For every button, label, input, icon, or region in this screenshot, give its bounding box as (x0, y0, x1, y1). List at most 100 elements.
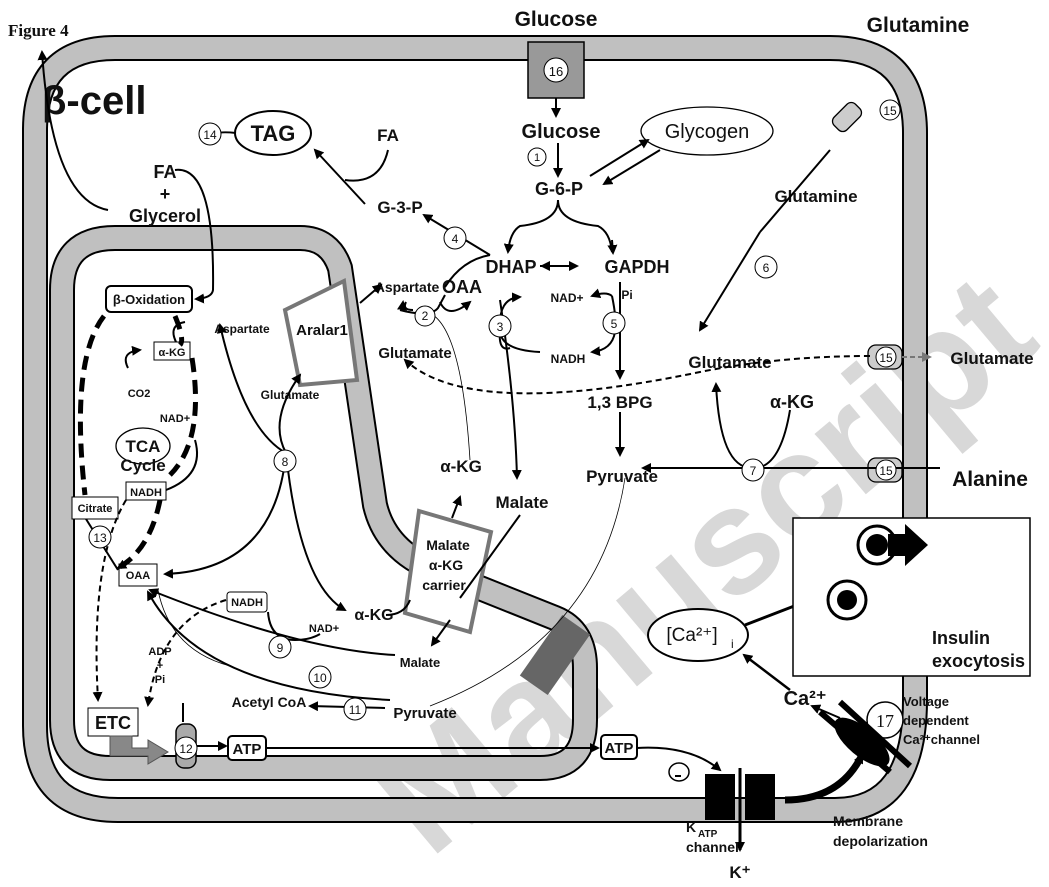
oaa-cyto-label: OAA (442, 277, 482, 297)
aralar-transporter (282, 277, 360, 388)
nad-plus-cyto: NAD+ (550, 291, 583, 305)
g6p-label: G-6-P (535, 179, 583, 199)
pyruvate-label: Pyruvate (586, 467, 658, 486)
step-8: 8 (282, 455, 289, 469)
etc-arrow (109, 735, 169, 765)
nadh-tca-box (125, 481, 167, 501)
nadh-tca-label: NADH (130, 487, 162, 499)
glycogen-label: Glycogen (665, 121, 750, 143)
carrier-label-2: α-KG (429, 557, 463, 573)
aspartate-cyto-label: Aspartate (375, 279, 440, 295)
tca-label-1: TCA (126, 437, 161, 456)
g3p-label: G-3-P (377, 198, 422, 217)
glutamate-cyto-label: Glutamate (688, 353, 771, 372)
akg-carrier-out-label: α-KG (440, 457, 482, 476)
ca-i-label: [Ca²⁺] (666, 625, 717, 646)
aralar-label: Aralar1 (296, 322, 348, 339)
katp-channel-label: channel (686, 839, 739, 855)
atp-mito-label: ATP (233, 741, 262, 758)
nad-tca-label: NAD+ (160, 413, 190, 425)
ca-channel-label-1: Voltage (903, 694, 949, 709)
glucose-label: Glucose (522, 121, 601, 143)
oaa-mito-label: OAA (126, 570, 151, 582)
tca-cycle-node (115, 427, 171, 465)
beta-oxidation-box (105, 285, 193, 313)
akg-box (153, 341, 191, 361)
step-9: 9 (277, 641, 284, 655)
citrate-box (71, 496, 119, 520)
step-15-glutamine: 15 (883, 104, 897, 118)
step-14: 14 (203, 128, 217, 142)
depol-label-1: Membrane (833, 813, 903, 829)
step-7: 7 (750, 464, 757, 478)
oaa-mito-box (118, 563, 158, 587)
katp-channel (668, 762, 775, 852)
katp-atp: ATP (698, 829, 718, 840)
step-15-glutamate: 15 (879, 351, 893, 365)
carrier-label-1: Malate (426, 537, 470, 553)
depolarization-arrow (784, 753, 866, 804)
fa-glycerol-3: Glycerol (129, 206, 201, 226)
glycogen-node (640, 106, 774, 156)
ca-i-node (647, 608, 749, 662)
atp-cyto-label: ATP (605, 740, 634, 757)
alanine-label: Alanine (952, 468, 1028, 491)
tca-label-2: Cycle (120, 456, 165, 475)
dashed-arrows (92, 355, 871, 707)
depol-label-2: depolarization (833, 833, 928, 849)
nad-lower-label: NAD+ (309, 623, 339, 635)
aspartate-mito-label: Aspartate (214, 322, 270, 336)
akg-mito-label: α-KG (354, 607, 393, 624)
pi-cyto: Pi (621, 288, 632, 302)
adp-pi-label: Pi (155, 674, 165, 686)
step-2: 2 (422, 309, 429, 323)
step-3: 3 (497, 320, 504, 334)
step-15-alanine: 15 (879, 464, 893, 478)
figure-label: Figure 4 (8, 21, 69, 40)
glutamate-mito-label: Glutamate (261, 388, 320, 402)
step-markers: 1 2 3 4 5 6 7 8 9 10 11 12 13 14 15 15 1… (88, 57, 904, 760)
bpg-label: 1,3 BPG (587, 393, 652, 412)
pyruvate-carrier (519, 614, 591, 696)
nadh-lower-label: NADH (231, 597, 263, 609)
malate-mito-label: Malate (400, 655, 440, 670)
cell-label: β-cell (42, 79, 146, 123)
step-11: 11 (349, 703, 362, 717)
acetyl-coa-label: Acetyl CoA (232, 694, 307, 710)
nadh-cyto: NADH (551, 352, 586, 366)
adp-plus-label: + (157, 660, 163, 672)
glutamate-out-label: Glutamate (950, 349, 1033, 368)
step-12: 12 (179, 742, 193, 756)
glutamine-label: Glutamine (774, 187, 857, 206)
fa-label: FA (377, 126, 399, 145)
mitochondrion (49, 225, 598, 781)
adp-label: ADP (148, 646, 171, 658)
etc-label: ETC (95, 713, 131, 733)
akg-box-label: α-KG (159, 347, 186, 359)
carrier-label-3: carrier (422, 577, 466, 593)
step-16: 16 (549, 64, 563, 79)
glutamine-extracellular: Glutamine (867, 14, 970, 37)
malate-akg-carrier (402, 508, 494, 635)
dhap-label: DHAP (485, 257, 536, 277)
tag-label: TAG (251, 121, 296, 146)
glutamate-aralar-label: Glutamate (378, 345, 451, 362)
pyruvate-mito-label: Pyruvate (393, 705, 456, 722)
step-17: 17 (876, 711, 894, 731)
akg-cyto-label: α-KG (770, 392, 814, 412)
step-10: 10 (313, 671, 327, 685)
gapdh-label: GAPDH (604, 257, 669, 277)
step-4: 4 (452, 232, 459, 246)
insulin-label-1: Insulin (932, 628, 990, 648)
step-1: 1 (534, 152, 540, 164)
insulin-label-2: exocytosis (932, 651, 1025, 671)
co2-label: CO2 (128, 388, 151, 400)
katp-k: K (686, 819, 696, 835)
tca-cycle-path (77, 314, 198, 571)
step-6: 6 (763, 261, 770, 275)
fa-glycerol-2: + (160, 184, 171, 204)
step-13: 13 (93, 531, 107, 545)
ca-channel-label-3: Ca²⁺channel (903, 732, 980, 747)
glutamine-transporter (831, 101, 863, 133)
